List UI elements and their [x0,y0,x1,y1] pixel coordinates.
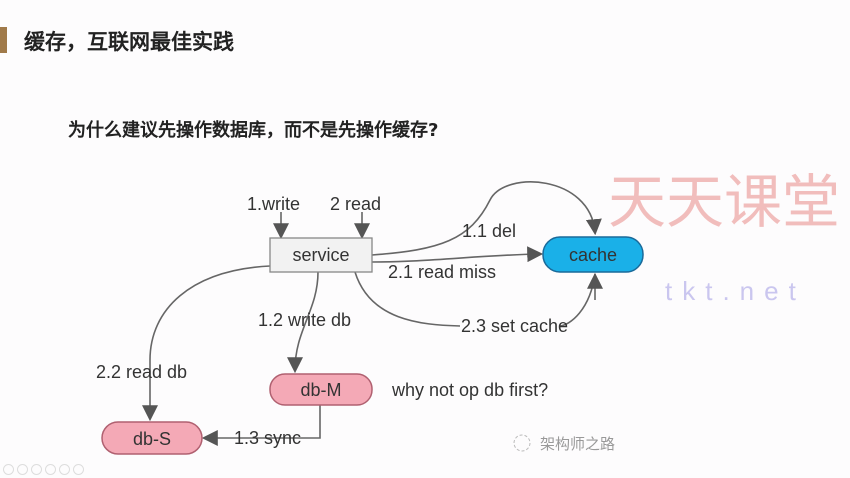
edge-del [371,181,602,256]
label-sync: 1.3 sync [234,428,301,448]
db-s-node [101,421,203,455]
label-read: 2 read [330,194,381,214]
pages-icon[interactable] [45,464,56,475]
zoom-icon[interactable] [59,464,70,475]
pen-icon[interactable] [31,464,42,475]
title-accent-bar [0,27,7,53]
db-m-node [269,373,373,406]
more-icon[interactable] [73,464,84,475]
prev-icon[interactable] [3,464,14,475]
label-write-db: 1.2 write db [258,310,351,330]
label-read-db: 2.2 read db [96,362,187,382]
service-label: service [292,245,349,265]
label-del: 1.1 del [462,221,516,241]
watermark-text: 天天课堂 [608,168,840,236]
cache-node [542,236,644,273]
slide-title: 缓存，互联网最佳实践 [24,30,234,54]
label-read-miss: 2.1 read miss [388,262,496,282]
footer-source: 架构师之路 [540,435,615,453]
watermark-url: tkt.net [665,276,806,306]
label-set-cache: 2.3 set cache [461,316,568,336]
label-write: 1.write [247,194,300,214]
cache-label: cache [569,245,617,265]
edge-sync [201,404,321,446]
next-icon[interactable] [17,464,28,475]
edge-read-miss [371,246,544,263]
edge-write-db [287,271,319,374]
wechat-icon [513,434,531,452]
edge-read-db [142,265,271,422]
service-node [269,237,373,273]
db-s-label: db-S [133,429,171,449]
db-m-label: db-M [300,380,341,400]
slide-subtitle: 为什么建议先操作数据库，而不是先操作缓存? [68,120,439,141]
label-note: why not op db first? [391,380,548,400]
slide-controls[interactable] [3,464,84,475]
